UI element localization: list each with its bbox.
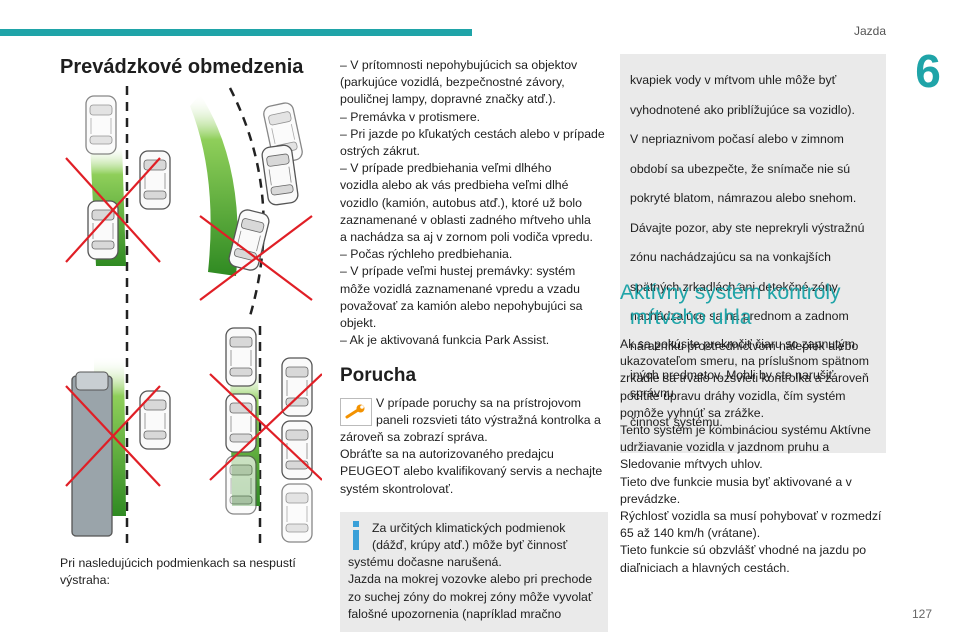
text-line: činnosť systému. xyxy=(630,415,723,429)
text-line: – Ak je aktivovaná funkcia Park Assist. xyxy=(340,333,550,348)
text-line: V prípade poruchy sa na prístrojovom xyxy=(376,395,582,410)
text-line: Za určitých klimatických podmienok xyxy=(372,520,566,535)
text-line: zónu nachádzajúcu sa na vonkajších xyxy=(630,250,831,265)
text-line: systému dočasne narušená. xyxy=(348,555,502,570)
text-line: iných predmetov. Mohli by ste narušiť sp… xyxy=(630,368,834,400)
text-line: období sa ubezpečte, že snímače nie sú xyxy=(630,161,851,176)
text-line: pouličnej lampy, dopravné značky atď.). xyxy=(340,92,556,107)
wrench-warning-icon xyxy=(340,397,372,426)
heading-active-blind-spot: Aktívny systém kontroly mŕtveho uhla xyxy=(620,280,900,330)
text-line: V nepriaznivom počasí alebo v zimnom xyxy=(630,132,844,147)
header-accent-bar xyxy=(0,29,472,36)
text-line: Tieto funkcie sú obzvlášť vhodné na jazd… xyxy=(620,543,867,558)
text-line: Ak sa pokúsite prekročiť čiaru so zapnut… xyxy=(620,337,855,351)
active-system-body: Ak sa pokúsite prekročiť čiaru so zapnut… xyxy=(620,336,900,577)
text-line: považovať za kamión alebo nepohybujúci s… xyxy=(340,298,583,313)
text-line: – V prípade veľmi hustej premávky: systé… xyxy=(340,264,576,279)
illustration-caption: Pri nasledujúcich podmienkach sa nespust… xyxy=(60,556,296,588)
text-line: Jazda na mokrej vozovke alebo pri precho… xyxy=(348,572,593,587)
text-line: Tento systém je kombináciou systému Aktí… xyxy=(620,423,871,438)
text-line: Dávajte pozor, aby ste neprekryli výstra… xyxy=(630,220,865,235)
text-line: zo suchej zóny do mokrej zóny môže vyvol… xyxy=(348,589,593,604)
chapter-number: 6 xyxy=(915,45,941,97)
blind-spot-illustration xyxy=(65,86,322,548)
text-line: vozidlo (kamión, autobus atď.), ktoré už… xyxy=(340,195,583,210)
text-line: zrkadle sa trvalo rozsvieti kontrolka a … xyxy=(620,371,869,386)
info-box-weather: Za určitých klimatických podmienok (dážď… xyxy=(340,511,608,633)
text-line: vozidla alebo ak vás predbieha veľmi dlh… xyxy=(340,178,569,193)
info-icon xyxy=(353,520,359,550)
text-line: pocítite úpravu dráhy vozidla, čím systé… xyxy=(620,388,846,403)
text-line: udržiavanie vozidla v jazdnom pruhu a xyxy=(620,440,830,455)
heading-line: Aktívny systém kontroly xyxy=(620,281,841,304)
text-line: PEUGEOT alebo kvalifikovaný servis a nec… xyxy=(340,464,603,479)
text-line: paneli rozsvieti táto výstražná kontrolk… xyxy=(376,412,601,427)
page-number: 127 xyxy=(911,607,932,621)
text-line: – Počas rýchleho predbiehania. xyxy=(340,247,513,262)
text-line: diaľniciach a hlavných cestách. xyxy=(620,560,790,575)
text-line: zároveň sa zobrazí správa. xyxy=(340,430,488,445)
text-line: – Premávka v protismere. xyxy=(340,109,481,124)
text-line: – Pri jazde po kľukatých cestách alebo v… xyxy=(340,126,605,141)
text-line: vyhodnotené ako priblížujúce sa vozidlo)… xyxy=(630,102,855,117)
text-line: Rýchlosť vozidla sa musí pohybovať v roz… xyxy=(620,509,882,524)
text-line: falošné upozornenia (napríklad mračno xyxy=(348,606,562,621)
text-line: a nachádza sa aj v zornom poli vodiča vp… xyxy=(340,230,593,245)
text-line: zaznamenané v oblasti zadného mŕtveho uh… xyxy=(340,212,591,227)
text-line: pomôže vyhnúť sa zrážke. xyxy=(620,405,765,420)
text-line: spätných zrkadlách ani detekčné zóny xyxy=(630,279,838,294)
fault-paragraph: V prípade poruchy sa na prístrojovom pan… xyxy=(340,395,608,429)
text-line: ukazovateľom smeru, na príslušnom spätno… xyxy=(620,354,869,369)
text-line: Obráťte sa na autorizovaného predajcu xyxy=(340,447,554,462)
column-limitations: – V prítomnosti nepohybujúcich sa objekt… xyxy=(340,57,608,633)
text-line: objekt. xyxy=(340,316,377,331)
text-line: 65 až 140 km/h (vrátane). xyxy=(620,526,761,541)
text-line: – V prípade predbiehania veľmi dlhého xyxy=(340,161,552,176)
heading-fault: Porucha xyxy=(340,365,417,387)
text-line: (parkujúce vozidlá, bezpečnostné závory, xyxy=(340,75,565,90)
limitations-list: – V prítomnosti nepohybujúcich sa objekt… xyxy=(340,57,608,349)
text-line: Tieto dve funkcie musia byť aktivované a… xyxy=(620,474,852,489)
text-line: nachádzajúce sa na prednom a zadnom xyxy=(630,309,849,324)
text-line: nárazníku prostredníctvom nálepiek alebo xyxy=(630,338,859,353)
text-line: ostrých zákrut. xyxy=(340,144,420,159)
text-line: pokryté blatom, námrazou alebo snehom. xyxy=(630,191,857,206)
text-line: – V prítomnosti nepohybujúcich sa objekt… xyxy=(340,58,578,72)
heading-line: mŕtveho uhla xyxy=(630,306,752,329)
text-line: (dážď, krúpy atď.) môže byť činnosť xyxy=(372,538,568,553)
text-line: systém skontrolovať. xyxy=(340,481,454,496)
text-line: kvapiek vody v mŕtvom uhle môže byť xyxy=(630,73,837,88)
info-box-continued: kvapiek vody v mŕtvom uhle môže byť vyho… xyxy=(620,54,886,453)
text-line: prevádzke. xyxy=(620,491,681,506)
text-line: Sledovanie mŕtvych uhlov. xyxy=(620,457,763,472)
heading-operating-limits: Prevádzkové obmedzenia xyxy=(60,56,304,78)
section-title: Jazda xyxy=(853,24,886,38)
text-line: môže vozidlá zaznamenané vpredu a vzadu xyxy=(340,281,580,296)
